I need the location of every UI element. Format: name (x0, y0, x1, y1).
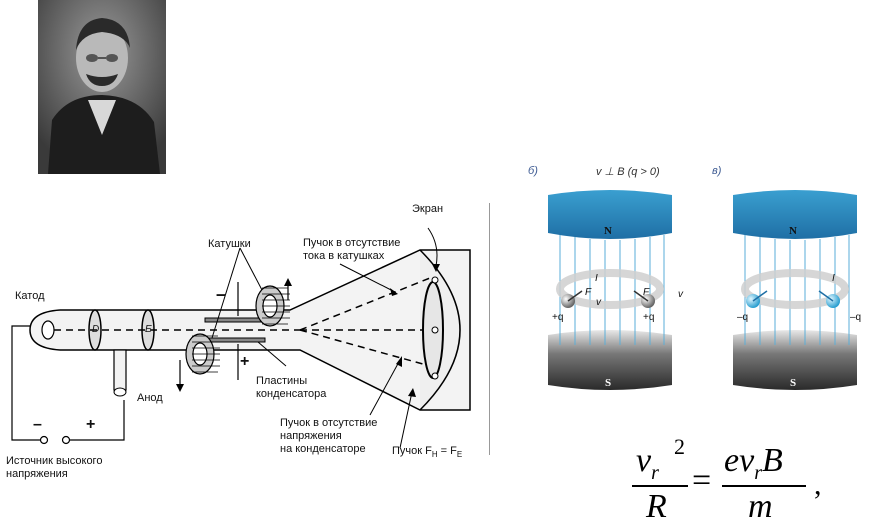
formula-equals: = (692, 462, 712, 499)
formula-lhs-exponent: 2 (674, 434, 685, 459)
formula-rhs-denominator: m (748, 488, 773, 525)
velocity-label-left: v (596, 297, 601, 308)
charge-pos-right: +q (643, 312, 655, 323)
condition-label: v ⊥ B (q > 0) (596, 166, 660, 178)
source-minus: – (33, 416, 42, 433)
north-label-right: N (789, 225, 797, 237)
anode-label: Анод (137, 392, 163, 404)
screen-label: Экран (412, 203, 444, 215)
formula-lhs-numerator: vr (636, 442, 659, 484)
south-label-right: S (790, 377, 797, 389)
electrode-e-label: E (145, 324, 152, 335)
formula-lhs-denominator: R (646, 488, 667, 525)
charge-neg-right: –q (850, 312, 862, 323)
formula-rhs-fraction-bar (722, 485, 806, 487)
coils-label: Катушки (208, 238, 251, 250)
panel-v-label: в) (712, 165, 722, 177)
formula: vr 2 R = evrB m , (628, 434, 843, 530)
south-label-left: S (605, 377, 612, 389)
current-label-left: I (595, 273, 598, 284)
force-label-left: F (585, 287, 592, 298)
charge-neg-left: –q (737, 312, 749, 323)
north-label-left: N (604, 225, 612, 237)
divider (489, 203, 490, 455)
formula-rhs-numerator: evrB (724, 442, 783, 484)
source-plus: + (86, 416, 96, 433)
beam-balanced-label: Пучок FH = FE (392, 445, 463, 460)
electrode-d-label: D (92, 324, 100, 335)
current-label-right: I (832, 273, 835, 284)
charge-pos-left: +q (552, 312, 564, 323)
magnetic-field-panels (548, 190, 857, 390)
portrait-photo (38, 0, 166, 174)
formula-trailing-comma: , (814, 468, 822, 501)
cathode-label: Катод (15, 290, 45, 302)
panel-b-label: б) (528, 165, 538, 177)
plate-plus: + (240, 353, 250, 370)
formula-lhs-fraction-bar (632, 485, 688, 487)
velocity-label-right: v (678, 289, 683, 300)
cathode-ray-tube-diagram (11, 227, 471, 449)
force-label-right: F (643, 287, 650, 298)
plate-minus: – (216, 284, 227, 304)
